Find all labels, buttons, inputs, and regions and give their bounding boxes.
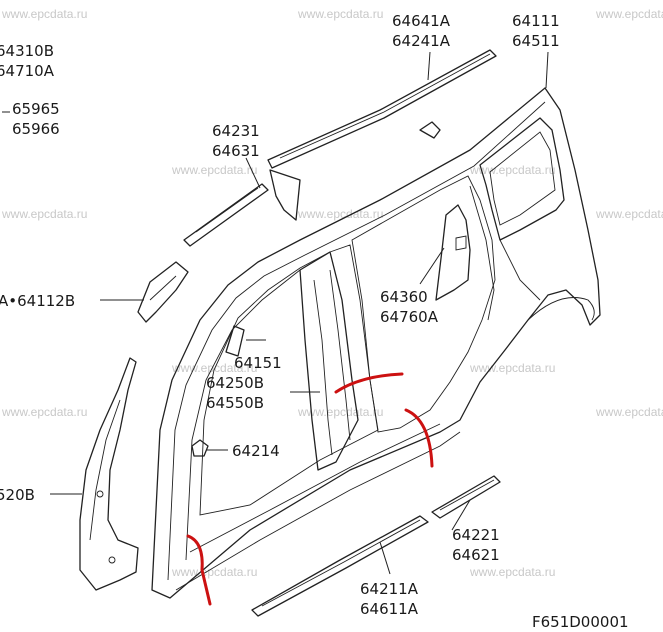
label-64211A: 64211A	[360, 580, 419, 598]
label-64151: 64151	[234, 354, 282, 372]
watermark: www.epcdata.ru	[297, 7, 383, 21]
label-64112B: A•64112B	[0, 292, 75, 310]
watermark: www.epcdata.ru	[297, 405, 383, 419]
label-64641A: 64641A	[392, 12, 451, 30]
watermark-layer: www.epcdata.ru www.epcdata.ru www.epcdat…	[1, 7, 663, 579]
watermark: www.epcdata.ru	[171, 163, 257, 177]
label-64360: 64360	[380, 288, 428, 306]
sill-64211A	[251, 515, 429, 617]
reinforcement-64151	[225, 325, 245, 357]
label-64550B: 64550B	[206, 394, 264, 412]
label-64250B: 64250B	[206, 374, 264, 392]
label-65966: 65966	[12, 120, 60, 138]
label-64631: 64631	[212, 142, 260, 160]
label-64231: 64231	[212, 122, 260, 140]
watermark: www.epcdata.ru	[171, 565, 257, 579]
label-64221: 64221	[452, 526, 500, 544]
part-labels: 64641A 64241A 64111 64511 64310B 64710A …	[0, 12, 560, 618]
label-64214: 64214	[232, 442, 280, 460]
body-side-outer-panel	[151, 87, 601, 599]
label-64511: 64511	[512, 32, 560, 50]
red-highlight-marks	[186, 372, 434, 606]
label-64111: 64111	[512, 12, 560, 30]
label-520B: 520B	[0, 486, 35, 504]
watermark: www.epcdata.ru	[469, 565, 555, 579]
watermark: www.epcdata.ru	[595, 207, 663, 221]
roof-rail-strip	[267, 49, 497, 169]
front-pillar-inner	[79, 357, 139, 591]
roof-bracket	[419, 121, 441, 139]
watermark: www.epcdata.ru	[297, 207, 383, 221]
watermark: www.epcdata.ru	[469, 361, 555, 375]
diagram-code: F651D00001	[532, 613, 629, 631]
label-64621: 64621	[452, 546, 500, 564]
watermark: www.epcdata.ru	[1, 207, 87, 221]
clip-64214	[191, 439, 209, 457]
leader-lines	[50, 51, 549, 575]
label-64760A: 64760A	[380, 308, 439, 326]
watermark: www.epcdata.ru	[595, 405, 663, 419]
watermark: www.epcdata.ru	[1, 405, 87, 419]
sill-64221	[431, 475, 501, 519]
watermark: www.epcdata.ru	[1, 7, 87, 21]
label-64710A: 64710A	[0, 62, 55, 80]
label-64310B: 64310B	[0, 42, 54, 60]
label-65965: 65965	[12, 100, 60, 118]
label-64241A: 64241A	[392, 32, 451, 50]
roof-rail-front	[183, 169, 301, 247]
watermark: www.epcdata.ru	[595, 7, 663, 21]
label-64611A: 64611A	[360, 600, 419, 618]
a-pillar-bracket	[137, 261, 189, 323]
